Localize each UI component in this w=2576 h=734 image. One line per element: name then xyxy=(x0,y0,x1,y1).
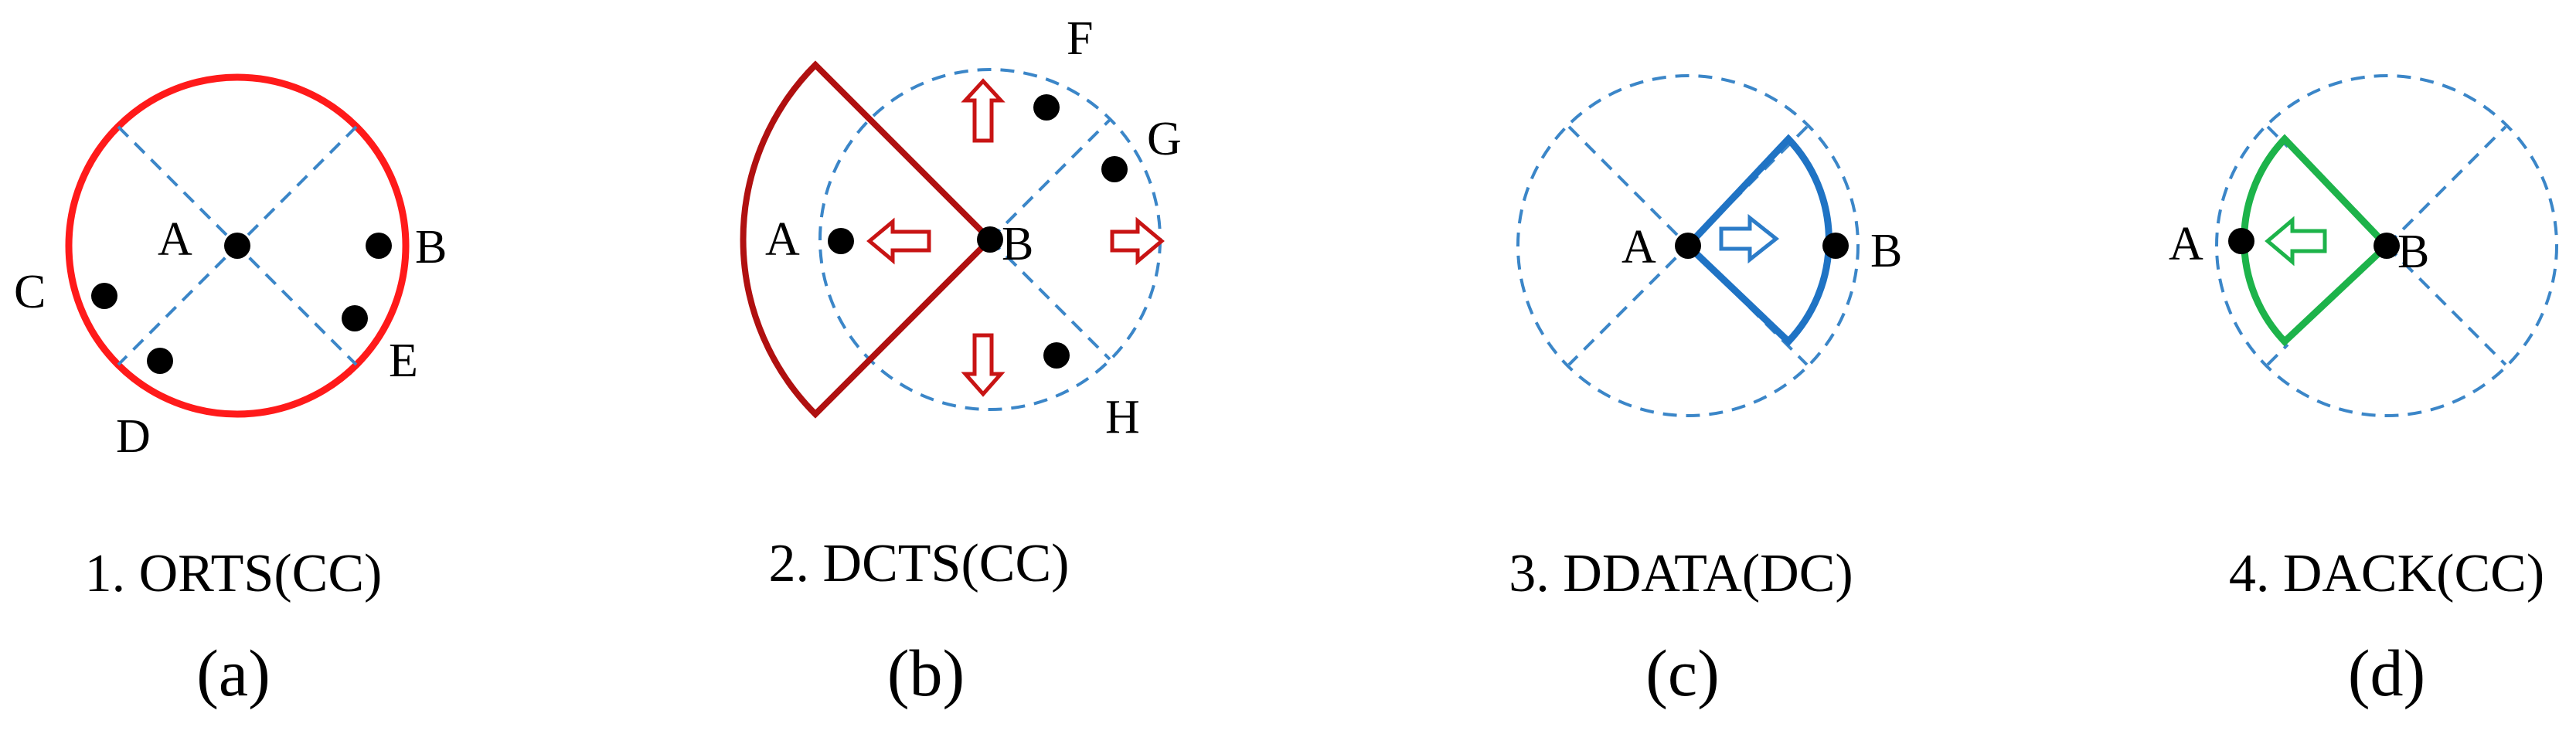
panel-d: A B 4. DACK(CC) (d) xyxy=(2169,74,2558,710)
node-b-dot xyxy=(366,233,392,259)
node-h-dot xyxy=(1043,342,1070,369)
node-b-label: B xyxy=(1002,218,1033,270)
panel-d-caption: 4. DACK(CC) xyxy=(2229,544,2544,603)
panel-a: A B C D E 1. ORTS(CC) (a) xyxy=(14,73,447,710)
panel-a-subcaption: (a) xyxy=(196,636,270,710)
panel-c-subcaption: (c) xyxy=(1645,636,1719,710)
node-b-dot xyxy=(2374,233,2400,259)
node-a-dot xyxy=(828,228,854,254)
panel-d-sector-line xyxy=(2385,125,2507,247)
node-e-dot xyxy=(342,305,368,331)
node-a-label: A xyxy=(1621,221,1656,274)
panel-b-sector-line xyxy=(989,118,1111,241)
panel-d-sector-line xyxy=(2385,244,2507,366)
node-g-dot xyxy=(1101,156,1128,182)
arrow-left-icon xyxy=(2265,216,2327,267)
node-f-label: F xyxy=(1067,12,1093,65)
arrow-right-icon xyxy=(1110,216,1165,266)
node-d-dot xyxy=(147,348,173,374)
node-b-label: B xyxy=(2397,226,2429,278)
node-a-dot xyxy=(1675,233,1701,259)
panel-a-caption: 1. ORTS(CC) xyxy=(85,544,383,603)
panel-c-caption: 3. DDATA(DC) xyxy=(1509,544,1853,603)
node-g-label: G xyxy=(1147,113,1182,165)
arrow-up-icon xyxy=(961,78,1006,143)
panel-b-sector-line xyxy=(989,238,1111,361)
node-b-dot xyxy=(1822,233,1849,259)
panel-b-subcaption: (b) xyxy=(887,636,965,710)
panel-b-directional-sector xyxy=(740,60,995,419)
node-e-label: E xyxy=(389,335,418,387)
panel-d-range-circle xyxy=(2215,74,2558,417)
node-h-label: H xyxy=(1105,391,1140,443)
node-a-dot xyxy=(2228,228,2254,254)
node-f-dot xyxy=(1033,94,1060,121)
panel-a-range-circle xyxy=(65,73,410,418)
node-d-label: D xyxy=(116,410,151,463)
panel-c: A B 3. DDATA(DC) (c) xyxy=(1509,74,1902,710)
node-a-label: A xyxy=(765,213,800,266)
node-a-label: A xyxy=(2169,218,2203,270)
panel-b: A B F G H 2. DCTS(CC) (b) xyxy=(740,12,1182,710)
panel-b-caption: 2. DCTS(CC) xyxy=(769,534,1070,593)
node-a-dot xyxy=(224,233,250,259)
arrow-down-icon xyxy=(961,333,1006,397)
panel-d-subcaption: (d) xyxy=(2348,636,2425,710)
node-c-dot xyxy=(91,283,117,309)
node-b-label: B xyxy=(1870,225,1902,277)
node-c-label: C xyxy=(14,266,46,318)
node-b-label: B xyxy=(415,221,447,274)
arrow-right-icon xyxy=(1719,213,1780,264)
arrow-left-icon xyxy=(866,217,931,265)
node-b-dot xyxy=(977,226,1003,253)
node-a-label: A xyxy=(158,213,192,266)
panel-c-range-circle xyxy=(1516,74,1860,417)
panel-d-sector-line xyxy=(2266,343,2289,366)
